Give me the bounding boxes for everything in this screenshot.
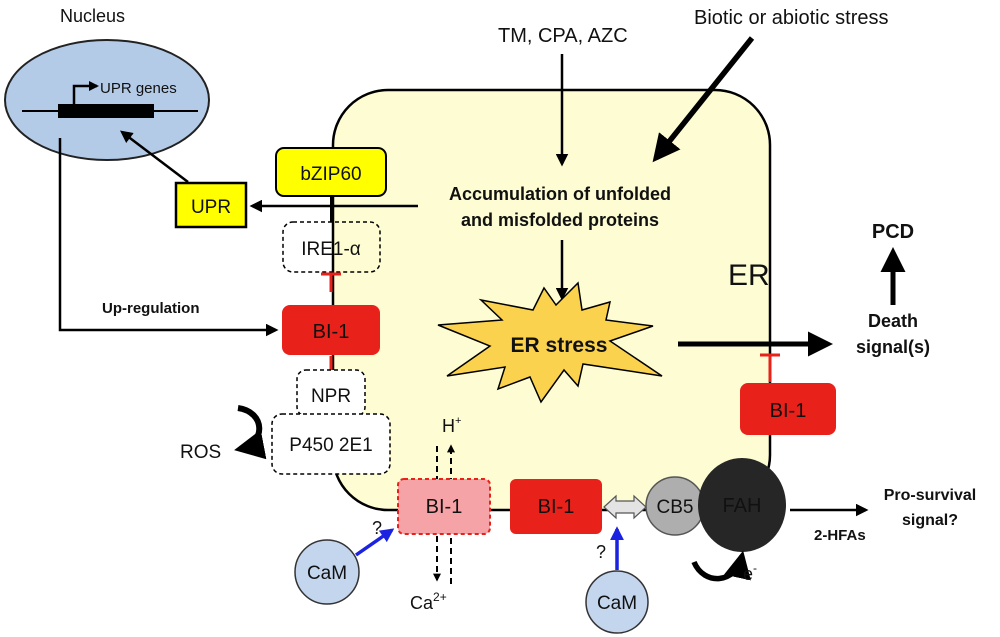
nucleus	[4, 39, 210, 161]
cam-circle-bottom	[585, 570, 649, 634]
bi1-box-right	[740, 383, 836, 435]
electron-label: e-	[743, 561, 757, 584]
bi1-box-membrane	[510, 479, 602, 534]
cam-circle-left	[294, 539, 360, 605]
pro-survival-line1: Pro-survival	[884, 487, 976, 504]
accumulation-line2: and misfolded proteins	[461, 210, 659, 230]
h-plus-label: H+	[442, 415, 461, 436]
upr-genes-label: UPR genes	[100, 80, 177, 97]
upr-label: UPR	[191, 197, 231, 218]
bi1-label-right: BI-1	[770, 400, 807, 422]
er-stress-label: ER stress	[511, 334, 608, 357]
bi1-box-channel	[397, 478, 491, 535]
bi1-label-center: BI-1	[313, 321, 350, 343]
electron-curved-arrow	[691, 550, 751, 582]
bzip60-label: bZIP60	[300, 164, 361, 185]
p450-box	[271, 413, 391, 475]
npr-label: NPR	[311, 386, 351, 407]
upr-to-nucleus-arrow	[120, 130, 189, 183]
cb5-label: CB5	[657, 497, 694, 518]
cam-label-left: CaM	[307, 563, 347, 584]
ire1-box	[282, 221, 381, 273]
up-regulation-arrow	[58, 138, 279, 337]
ca2-label: Ca2+	[410, 590, 447, 613]
stress-to-accumulation-arrow	[652, 36, 755, 163]
tm-cpa-azc-label: TM, CPA, AZC	[498, 25, 628, 47]
nucleus-label: Nucleus	[60, 6, 125, 26]
ros-curved-arrow	[234, 405, 267, 460]
two-hfas-label: 2-HFAs	[814, 527, 866, 544]
bi1-label-membrane: BI-1	[538, 496, 575, 518]
er-label: ER	[728, 259, 770, 292]
upr-box	[174, 181, 248, 229]
transcription-arrow	[72, 81, 99, 104]
er-stress-burst	[437, 281, 663, 404]
fah-circle	[698, 458, 786, 552]
npr-box	[296, 369, 366, 417]
cam-left-arrow	[355, 528, 395, 557]
p450-label: P450 2E1	[289, 435, 372, 456]
ros-label: ROS	[180, 442, 221, 463]
ire1-label: IRE1-α	[301, 239, 361, 260]
death-label-line2: signal(s)	[856, 337, 930, 357]
upr-gene-block	[58, 104, 154, 118]
bi1-label-channel: BI-1	[426, 496, 463, 518]
pcd-label: PCD	[872, 221, 914, 243]
fah-label: FAH	[723, 495, 762, 517]
question-left: ?	[372, 518, 382, 538]
biotic-stress-label: Biotic or abiotic stress	[694, 7, 889, 29]
bi1-box-center	[282, 305, 380, 355]
death-label-line1: Death	[868, 311, 918, 331]
question-bottom: ?	[596, 542, 606, 562]
up-regulation-label: Up-regulation	[102, 300, 200, 317]
accumulation-line1: Accumulation of unfolded	[449, 184, 671, 204]
pro-survival-line2: signal?	[902, 512, 958, 529]
cam-label-bottom: CaM	[597, 593, 637, 614]
